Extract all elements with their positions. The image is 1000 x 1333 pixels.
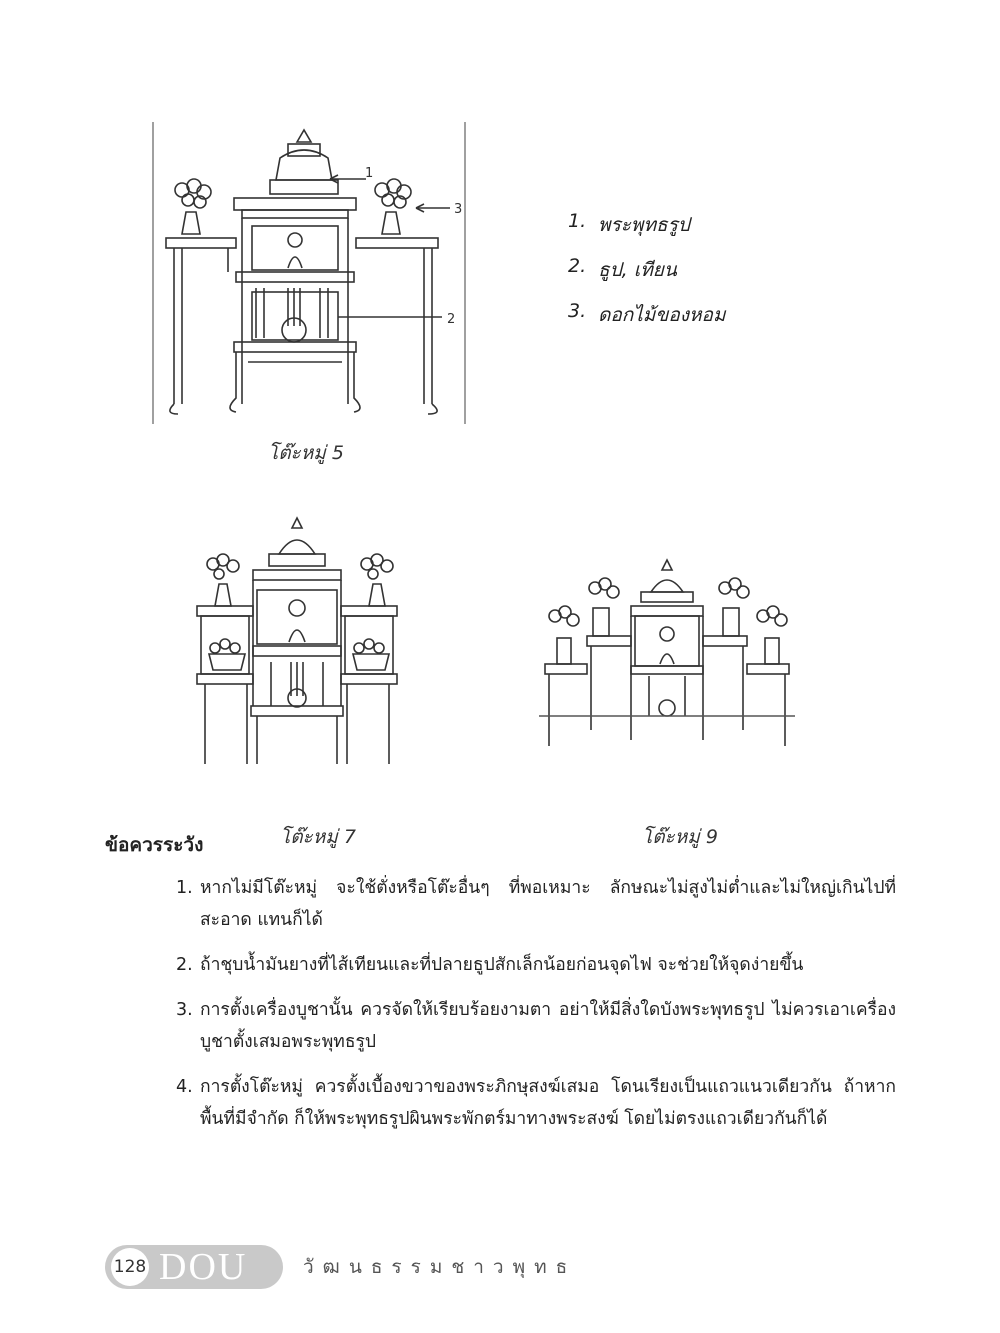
altar-set-5-illustration (152, 122, 470, 424)
list-item: 3.การตั้งเครื่องบูชานั้น ควรจัดให้เรียบร… (176, 1000, 896, 1052)
book-title: วัฒนธรรมชาวพุทธ (303, 1256, 577, 1278)
altar-set-7-illustration (165, 492, 430, 782)
caption-altar-set-7: โต๊ะหมู่ 7 (280, 826, 356, 848)
section-heading: ข้อควรระวัง (105, 834, 204, 856)
list-item: 1.หากไม่มีโต๊ะหมู่ จะใช้ตั่งหรือโต๊ะอื่น… (176, 878, 896, 930)
legend-item: 1.พระพุทธรูป (568, 210, 690, 236)
footer-badge: 128 DOU (105, 1245, 283, 1289)
brand-logo: DOU (159, 1246, 248, 1288)
cautions-list: 1.หากไม่มีโต๊ะหมู่ จะใช้ตั่งหรือโต๊ะอื่น… (176, 872, 896, 1148)
callout-3: 3 (454, 202, 463, 217)
figure-legend: 1.พระพุทธรูป 2.ธูป, เทียน 3.ดอกไม้ของหอม (568, 210, 725, 345)
list-item: 2.ถ้าชุบน้ำมันยางที่ไส้เทียนและที่ปลายธู… (176, 955, 804, 975)
legend-item: 3.ดอกไม้ของหอม (568, 300, 726, 326)
page-footer: 128 DOU วัฒนธรรมชาวพุทธ (105, 1245, 576, 1289)
page-number: 128 (111, 1248, 149, 1286)
altar-set-9-illustration (495, 540, 840, 772)
caption-altar-set-9: โต๊ะหมู่ 9 (642, 826, 718, 848)
callout-2: 2 (447, 312, 456, 327)
list-item: 4.การตั้งโต๊ะหมู่ ควรตั้งเบื้องขวาของพระ… (176, 1077, 896, 1129)
callout-1: 1 (365, 166, 374, 181)
legend-item: 2.ธูป, เทียน (568, 255, 677, 281)
caption-altar-set-5: โต๊ะหมู่ 5 (268, 442, 344, 464)
